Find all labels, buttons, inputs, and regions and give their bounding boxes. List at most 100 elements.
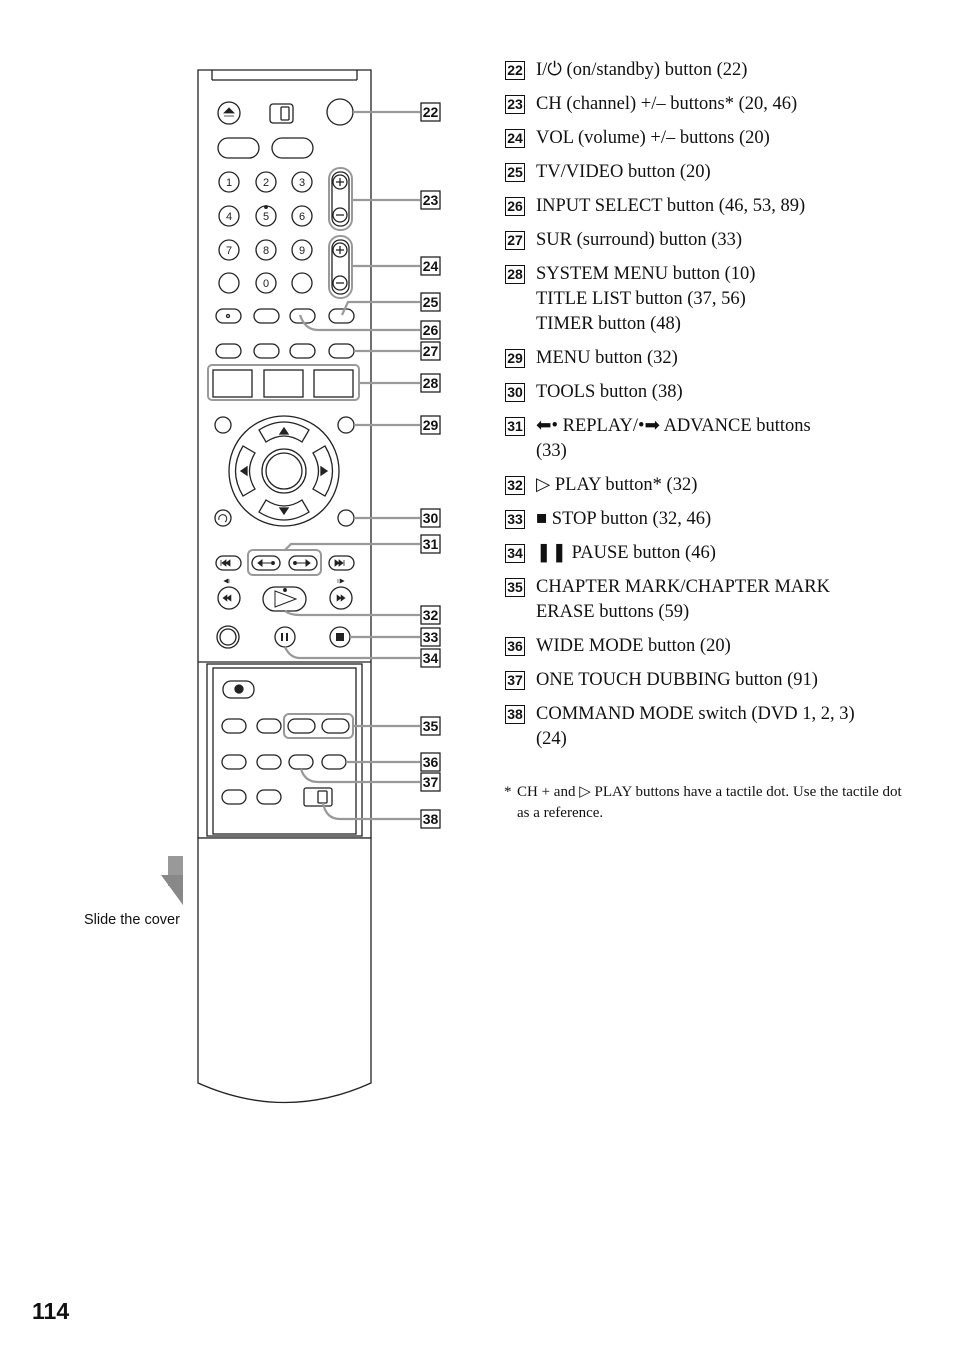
footnote: * CH + and ▷ PLAY buttons have a tactile… xyxy=(504,782,912,824)
entry-number: 29 xyxy=(505,349,525,368)
callout-number: 38 xyxy=(423,811,439,827)
legend-entry: 24 VOL (volume) +/– buttons (20) xyxy=(505,126,925,151)
entry-text: CH (channel) +/– buttons* (20, 46) xyxy=(536,94,798,114)
entry-number: 23 xyxy=(505,95,525,114)
key-0-label: 0 xyxy=(263,278,269,290)
remote-body xyxy=(197,69,372,839)
callout-number: 24 xyxy=(423,258,439,274)
key-6-label: 6 xyxy=(299,211,305,223)
entry-text: COMMAND MODE switch (DVD 1, 2, 3) xyxy=(536,704,855,724)
footnote-mark: * xyxy=(504,784,512,800)
entry-number: 25 xyxy=(505,163,525,182)
callout-box xyxy=(420,809,441,829)
entry-text: VOL (volume) +/– buttons (20) xyxy=(536,128,770,148)
entry-text: ERASE buttons (59) xyxy=(536,602,690,622)
footnote-text: CH + and ▷ PLAY buttons have a tactile d… xyxy=(517,784,902,821)
entry-text: ONE TOUCH DUBBING button (91) xyxy=(536,670,818,690)
entry-text: ❚❚ PAUSE button (46) xyxy=(536,543,716,563)
legend-entry: 36 WIDE MODE button (20) xyxy=(505,634,925,659)
legend-entry: 35 CHAPTER MARK/CHAPTER MARK ERASE buttons… xyxy=(505,575,925,625)
entry-text: ▷ PLAY button* (32) xyxy=(536,475,698,495)
legend-entry: 29 MENU button (32) xyxy=(505,346,925,371)
callout-box xyxy=(420,772,441,792)
number-keypad: 1 2 3 4 5 6 7 8 9 0 xyxy=(218,171,313,294)
callout-box xyxy=(420,292,441,312)
button-legend: 22 I/⏻ (on/standby) button (22) 23 CH (chan… xyxy=(505,58,925,761)
callout-box xyxy=(420,627,441,647)
callout-box xyxy=(420,190,441,210)
callout-leaders xyxy=(283,110,420,821)
entry-number: 34 xyxy=(505,544,525,563)
key-3-label: 3 xyxy=(299,177,305,189)
callout-number: 31 xyxy=(423,536,439,552)
callout-box xyxy=(420,534,441,554)
entry-text: MENU button (32) xyxy=(536,348,678,368)
legend-entry: 31 ⬅• REPLAY/•➡ ADVANCE buttons (33) xyxy=(505,414,925,464)
entry-number: 27 xyxy=(505,231,525,250)
entry-text: WIDE MODE button (20) xyxy=(536,636,731,656)
entry-text: SYSTEM MENU button (10) xyxy=(536,264,756,284)
entry-number: 24 xyxy=(505,129,525,148)
callout-number: 36 xyxy=(423,754,439,770)
callout-number: 23 xyxy=(423,192,439,208)
key-2-label: 2 xyxy=(263,177,269,189)
key-5-label: 5 xyxy=(263,211,269,223)
callout-box xyxy=(420,648,441,668)
legend-entry: 32 ▷ PLAY button* (32) xyxy=(505,473,925,498)
entry-number: 37 xyxy=(505,671,525,690)
entry-number: 38 xyxy=(505,705,525,724)
legend-entry: 38 COMMAND MODE switch (DVD 1, 2, 3) (24) xyxy=(505,702,925,752)
callout-number: 37 xyxy=(423,774,439,790)
callout-box xyxy=(420,341,441,361)
transport-buttons xyxy=(215,549,355,649)
key-7-label: 7 xyxy=(226,245,232,257)
callout-number: 22 xyxy=(423,104,439,120)
legend-entry: 33 ■ STOP button (32, 46) xyxy=(505,507,925,532)
entry-number: 22 xyxy=(505,61,525,80)
slide-arrow-icon xyxy=(161,856,183,905)
callout-number: 27 xyxy=(423,343,439,359)
callout-box xyxy=(420,508,441,528)
callout-number: 26 xyxy=(423,322,439,338)
callout-number: 33 xyxy=(423,629,439,645)
entry-text: TOOLS button (38) xyxy=(536,382,683,402)
entry-number: 33 xyxy=(505,510,525,529)
entry-text: CHAPTER MARK/CHAPTER MARK xyxy=(536,577,830,597)
key-1-label: 1 xyxy=(226,177,232,189)
entry-number: 35 xyxy=(505,578,525,597)
legend-entry: 27 SUR (surround) button (33) xyxy=(505,228,925,253)
key-9-label: 9 xyxy=(299,245,305,257)
callout-box xyxy=(420,102,441,122)
legend-entry: 22 I/⏻ (on/standby) button (22) xyxy=(505,58,925,83)
entry-text: SUR (surround) button (33) xyxy=(536,230,743,250)
entry-number: 32 xyxy=(505,476,525,495)
entry-number: 31 xyxy=(505,417,525,436)
callout-box xyxy=(420,415,441,435)
legend-entry: 37 ONE TOUCH DUBBING button (91) xyxy=(505,668,925,693)
entry-number: 26 xyxy=(505,197,525,216)
callout-box xyxy=(420,716,441,736)
slide-cover xyxy=(197,837,372,1104)
callout-number: 29 xyxy=(423,417,439,433)
entry-text: (24) xyxy=(536,729,567,749)
slide-cover-caption: Slide the cover xyxy=(84,912,180,928)
page-number: 114 xyxy=(32,1298,70,1324)
entry-number: 36 xyxy=(505,637,525,656)
entry-text: I/⏻ (on/standby) button (22) xyxy=(536,60,748,80)
callout-box xyxy=(420,256,441,276)
entry-text: ■ STOP button (32, 46) xyxy=(536,509,712,529)
entry-text: TIMER button (48) xyxy=(536,314,681,334)
entry-text: TITLE LIST button (37, 56) xyxy=(536,289,746,309)
key-4-label: 4 xyxy=(226,211,232,223)
callout-number: 35 xyxy=(423,718,439,734)
function-button-rows xyxy=(215,308,355,359)
entry-text: TV/VIDEO button (20) xyxy=(536,162,711,182)
callout-number: 34 xyxy=(423,650,439,666)
key-8-label: 8 xyxy=(263,245,269,257)
entry-text: ⬅• REPLAY/•➡ ADVANCE buttons xyxy=(536,416,811,436)
entry-text: (33) xyxy=(536,441,567,461)
